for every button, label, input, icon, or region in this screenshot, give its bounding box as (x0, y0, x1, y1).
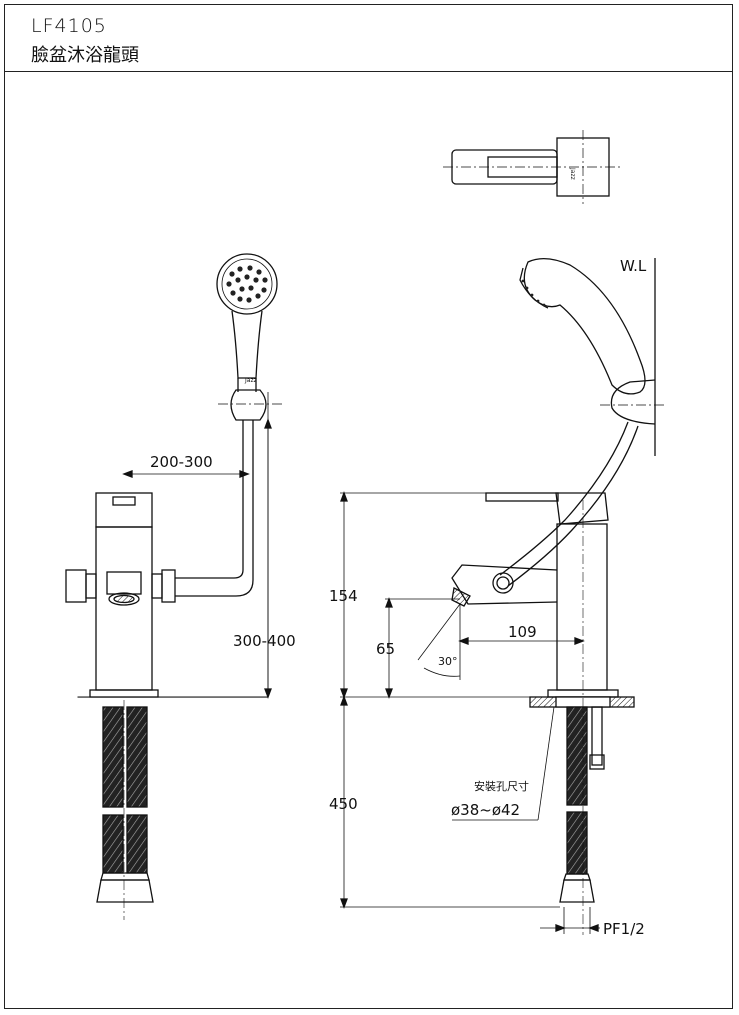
drawing-sheet: LF4105 臉盆沐浴龍頭 (4, 4, 733, 1009)
dim-spout-height: 65 (376, 640, 395, 658)
dim-hole-size: ø38~ø42 (451, 801, 520, 819)
dim-total-height: 154 (329, 587, 358, 605)
dim-shower-offset: 200-300 (150, 453, 213, 471)
model-number: LF4105 (31, 15, 107, 37)
dim-shower-height: 300-400 (233, 632, 296, 650)
dim-hose-length: 450 (329, 795, 358, 813)
dim-spout-reach: 109 (508, 623, 537, 641)
product-name: 臉盆沐浴龍頭 (31, 45, 139, 66)
label-hole-size: 安裝孔尺寸 (474, 779, 529, 793)
svg-text:Jazz: Jazz (244, 377, 257, 384)
svg-text:Jazz: Jazz (569, 167, 576, 180)
top-view: Jazz (443, 130, 620, 204)
label-water-level: W.L (620, 257, 647, 275)
dim-thread: PF1/2 (603, 920, 645, 938)
dim-spout-angle: 30° (438, 655, 458, 668)
title-block: LF4105 臉盆沐浴龍頭 (5, 5, 732, 72)
side-view (340, 258, 665, 935)
front-view: Jazz (65, 253, 282, 920)
